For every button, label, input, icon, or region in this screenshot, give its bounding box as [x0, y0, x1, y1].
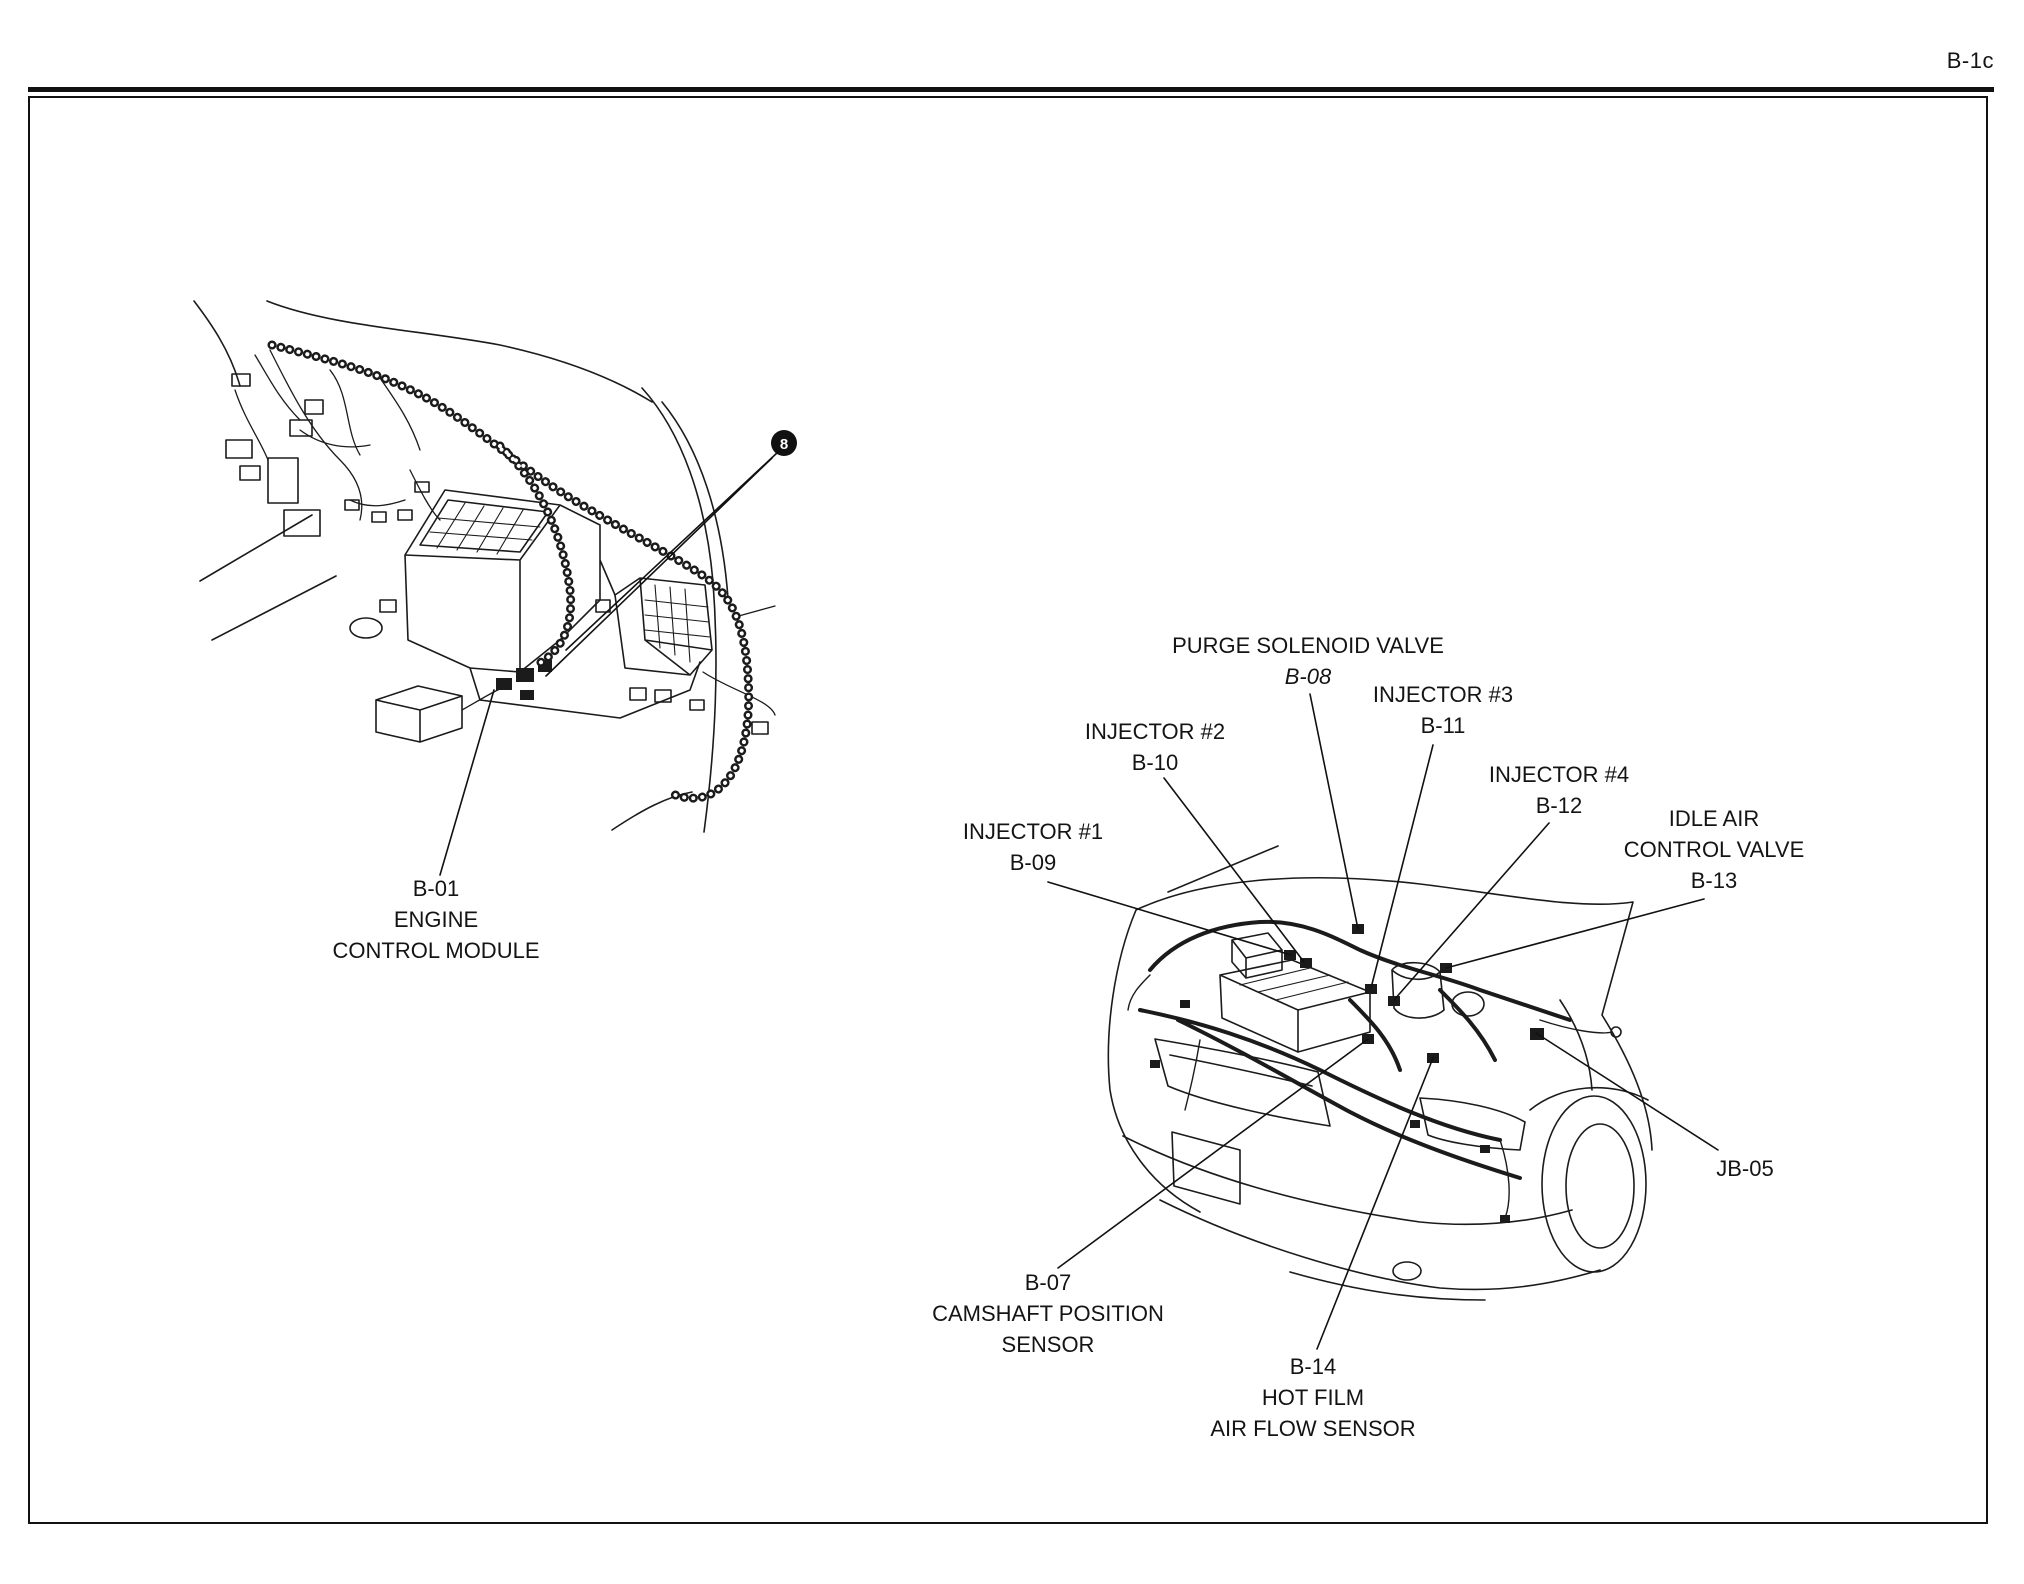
leader-line-b01	[439, 689, 495, 876]
marker-dot	[771, 430, 797, 456]
engine-harness	[1138, 919, 1572, 1180]
relay-cluster	[225, 373, 324, 537]
component-name: CONTROL VALVE	[1623, 837, 1805, 862]
engine-ribs	[1239, 967, 1349, 1001]
component-name: SENSOR	[1001, 1332, 1095, 1357]
component-name: INJECTOR #2	[1084, 719, 1226, 744]
engine-control-module-box	[375, 685, 463, 743]
license-plate	[1171, 1131, 1241, 1205]
connector-code-b10: B-10	[1131, 750, 1179, 775]
leader-line-b08	[1309, 693, 1359, 930]
headlight	[1419, 1097, 1526, 1151]
leader-line-b11	[1370, 744, 1434, 989]
leader-line-b14	[1316, 1057, 1434, 1350]
connector-code-b08: B-08	[1284, 664, 1332, 689]
component-name: CAMSHAFT POSITION	[932, 1301, 1164, 1326]
component-name: INJECTOR #1	[962, 819, 1104, 844]
component-name: PURGE SOLENOID VALVE	[1172, 633, 1444, 658]
main-harness-beads	[270, 343, 751, 801]
blower-unit	[614, 577, 713, 676]
component-name: INJECTOR #3	[1372, 682, 1514, 707]
fog-lamp	[1392, 1261, 1422, 1281]
connector-code-jb05: JB-05	[1716, 1156, 1774, 1181]
front-tire	[1541, 1095, 1647, 1273]
leader-line-marker-a	[565, 451, 779, 651]
component-name: ENGINE	[393, 907, 479, 932]
leader-line-jb05	[1535, 1032, 1719, 1151]
callout-engine-control-module: B-01 ENGINE CONTROL MODULE	[333, 873, 540, 966]
leader-line-b09	[1047, 881, 1292, 956]
callout-injector-3: INJECTOR #3 B-11	[1373, 679, 1513, 741]
leader-line-b12	[1393, 822, 1550, 1001]
leader-line-marker-b	[545, 457, 773, 677]
component-name: AIR FLOW SENSOR	[1210, 1416, 1416, 1441]
ecm-connectors	[496, 660, 552, 700]
diagram-frame	[28, 96, 1988, 1524]
connector-code-b07: B-07	[1024, 1270, 1072, 1295]
main-harness	[267, 340, 754, 803]
callout-junction-block: JB-05	[1716, 1153, 1773, 1184]
connector-code-b14: B-14	[1289, 1354, 1337, 1379]
header-rule	[28, 87, 1994, 92]
callout-hot-film-air-flow-sensor: B-14 HOT FILM AIR FLOW SENSOR	[1210, 1351, 1415, 1444]
blower-grille	[644, 584, 711, 663]
battery	[1231, 932, 1283, 979]
leader-line-b10	[1163, 777, 1305, 963]
connector-code-b13: B-13	[1690, 868, 1738, 893]
leader-line-b13	[1445, 898, 1705, 969]
callout-purge-solenoid-valve: PURGE SOLENOID VALVE B-08	[1172, 630, 1444, 692]
leader-line-b07	[1057, 1038, 1369, 1269]
dashboard-wiring-illustration	[193, 300, 776, 833]
car-body-outline	[1107, 845, 1653, 1301]
component-name: IDLE AIR	[1668, 806, 1760, 831]
callout-injector-1: INJECTOR #1 B-09	[963, 816, 1103, 878]
marker-number: 8	[780, 436, 788, 453]
callout-injector-2: INJECTOR #2 B-10	[1085, 716, 1225, 778]
wheel-rim	[1565, 1123, 1635, 1249]
front-engine-bay-illustration	[1107, 845, 1653, 1301]
callout-idle-air-control-valve: IDLE AIR CONTROL VALVE B-13	[1624, 803, 1805, 896]
reference-marker: 8	[771, 430, 797, 456]
fender-connector	[1610, 1026, 1622, 1038]
heater-grille	[429, 502, 541, 555]
page-number: B-1c	[1946, 48, 1994, 73]
component-name: INJECTOR #4	[1488, 762, 1630, 787]
callout-injector-4: INJECTOR #4 B-12	[1489, 759, 1629, 821]
connector-code-b09: B-09	[1009, 850, 1057, 875]
coolant-reservoir	[1451, 991, 1485, 1017]
side-wires	[1127, 974, 1613, 1219]
connector-code-b12: B-12	[1535, 793, 1583, 818]
lens-cover	[349, 617, 383, 639]
connector-plugs	[344, 481, 769, 735]
component-name: CONTROL MODULE	[332, 938, 540, 963]
callout-camshaft-position-sensor: B-07 CAMSHAFT POSITION SENSOR	[932, 1267, 1164, 1360]
component-name: HOT FILM	[1261, 1385, 1365, 1410]
cowl-outline	[193, 300, 729, 833]
connector-code-b01: B-01	[412, 876, 460, 901]
connector-code-b11: B-11	[1420, 713, 1466, 738]
leader-lines	[439, 451, 1719, 1350]
engine-connectors	[1150, 924, 1544, 1223]
